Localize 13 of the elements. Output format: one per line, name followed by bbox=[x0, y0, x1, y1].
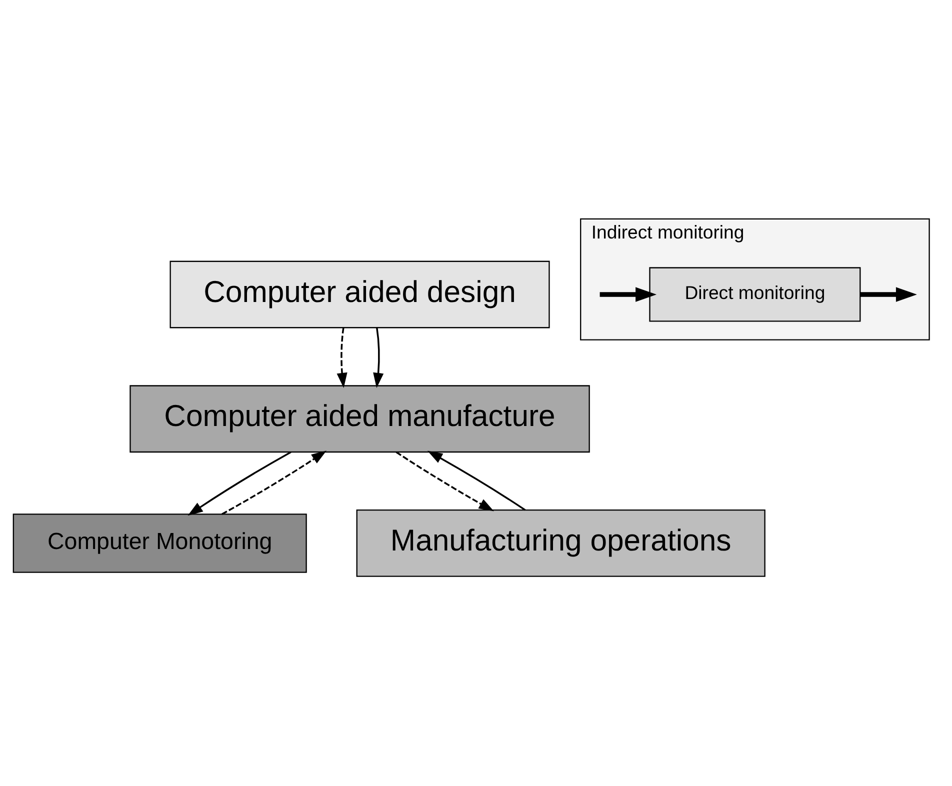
arrow bbox=[860, 287, 917, 302]
arrow bbox=[373, 328, 384, 388]
arrow bbox=[222, 450, 327, 515]
node-box: Computer Monotoring bbox=[12, 514, 307, 573]
arrow bbox=[600, 287, 657, 302]
arrow bbox=[336, 328, 348, 388]
node-box: Manufacturing operations bbox=[356, 510, 766, 577]
node-box: Computer aided design bbox=[170, 260, 550, 328]
node-box: Direct monitoring bbox=[649, 267, 861, 322]
arrow bbox=[396, 451, 494, 512]
arrow bbox=[188, 451, 292, 516]
node-box: Computer aided manufacture bbox=[130, 385, 590, 453]
arrow bbox=[427, 450, 526, 511]
